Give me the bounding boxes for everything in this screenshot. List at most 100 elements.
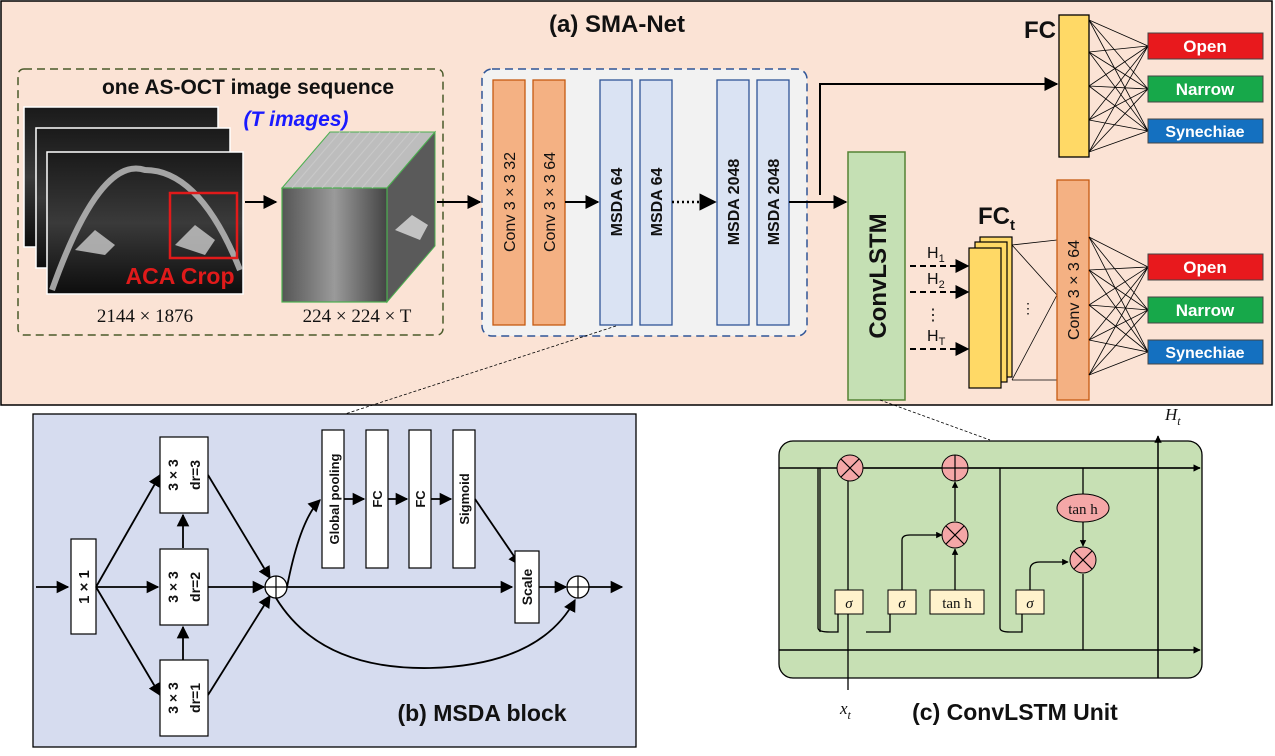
- svg-text:MSDA 64: MSDA 64: [609, 168, 626, 237]
- crop-size-label: 224 × 224 × T: [303, 306, 412, 327]
- aca-crop-box: [168, 191, 239, 260]
- svg-text:dr=3: dr=3: [187, 460, 203, 490]
- svg-text:Synechiae: Synechiae: [1165, 124, 1244, 141]
- conv-right-fan-lines: [1088, 236, 1149, 376]
- fc-fan-lines: [1088, 19, 1149, 153]
- gate-forget: σ: [834, 589, 864, 615]
- svg-text:MSDA 2048: MSDA 2048: [766, 159, 783, 246]
- msda-residual-arrow: [275, 597, 576, 669]
- output-synechiae-top: Synechiae: [1147, 118, 1264, 144]
- svg-text:Conv 3 × 3 64: Conv 3 × 3 64: [1066, 240, 1083, 340]
- svg-text:dr=2: dr=2: [187, 572, 203, 602]
- gate-output: σ: [1015, 589, 1045, 615]
- msda-conv1x1: 1 × 1: [70, 538, 97, 635]
- conv-right-block: Conv 3 × 3 64: [1056, 179, 1090, 401]
- svg-text:Narrow: Narrow: [1176, 80, 1235, 99]
- svg-text:FC: FC: [370, 490, 385, 508]
- svg-text:tan h: tan h: [1068, 502, 1098, 518]
- input-group-label: one AS-OCT image sequence: [102, 76, 394, 99]
- msda-arrow-sigmoid-scale: [474, 498, 521, 567]
- msda-scale: Scale: [514, 550, 540, 624]
- svg-text:MSDA 64: MSDA 64: [649, 168, 666, 237]
- msda-global-pooling: Global pooling: [321, 429, 345, 569]
- fct-ellipsis: ⋮: [1021, 300, 1035, 316]
- layer-msda-64-b: MSDA 64: [639, 79, 673, 326]
- hidden-label-1: H1: [927, 245, 945, 265]
- hidden-label-t: HT: [927, 328, 946, 348]
- svg-text:tan h: tan h: [942, 596, 972, 612]
- fct-conv-connections: [1011, 239, 1058, 381]
- layer-msda-2048-a: MSDA 2048: [716, 79, 750, 326]
- msda-dilated-dr2: 3 × 3 dr=2: [159, 548, 209, 626]
- op-multiply-output: [1069, 546, 1097, 574]
- svg-text:Open: Open: [1183, 258, 1226, 277]
- input-size-label: 2144 × 1876: [97, 306, 193, 327]
- arrow-to-fc: [819, 77, 1059, 195]
- layer-msda-64-a: MSDA 64: [599, 79, 633, 326]
- svg-text:Conv 3 × 3 32: Conv 3 × 3 32: [502, 152, 519, 252]
- msda-output-sum-node: [566, 575, 590, 599]
- zoom-line-convlstm: [879, 399, 991, 441]
- convlstm-block: ConvLSTM: [847, 151, 906, 401]
- svg-text:Narrow: Narrow: [1176, 301, 1235, 320]
- fc-block: [1058, 14, 1090, 158]
- svg-text:dr=1: dr=1: [187, 683, 203, 713]
- svg-text:MSDA 2048: MSDA 2048: [726, 159, 743, 246]
- fct-stack: [968, 236, 1013, 389]
- svg-text:Conv 3 × 3 64: Conv 3 × 3 64: [542, 152, 559, 252]
- msda-fc-1: FC: [365, 429, 389, 569]
- svg-text:Global pooling: Global pooling: [327, 453, 342, 544]
- op-multiply-input: [941, 521, 969, 549]
- svg-text:σ: σ: [898, 596, 906, 612]
- layer-conv-32: Conv 3 × 3 32: [492, 79, 526, 326]
- output-open-top: Open: [1147, 32, 1264, 60]
- fc-label: FC: [1024, 17, 1056, 44]
- fct-label: FCt: [978, 203, 1015, 234]
- msda-fc-2: FC: [408, 429, 432, 569]
- hidden-ellipsis: ⋮: [925, 307, 941, 324]
- svg-text:Synechiae: Synechiae: [1165, 345, 1244, 362]
- svg-text:σ: σ: [845, 596, 853, 612]
- svg-text:σ: σ: [1026, 596, 1034, 612]
- convlstm-wires: [817, 467, 1200, 650]
- op-tanh-cell: tan h: [1056, 493, 1110, 523]
- msda-sigmoid: Sigmoid: [452, 429, 476, 569]
- svg-text:Scale: Scale: [519, 568, 535, 605]
- cropped-sequence-cube: [280, 130, 437, 304]
- op-add-cell: [941, 454, 969, 482]
- output-narrow-top: Narrow: [1147, 75, 1264, 103]
- svg-text:3 × 3: 3 × 3: [165, 571, 181, 603]
- layer-msda-2048-b: MSDA 2048: [756, 79, 790, 326]
- svg-text:Open: Open: [1183, 37, 1226, 56]
- panel-a-title: (a) SMA-Net: [549, 11, 685, 38]
- msda-dilated-dr1: 3 × 3 dr=1: [159, 659, 209, 737]
- output-synechiae-bottom: Synechiae: [1147, 339, 1264, 365]
- t-images-label: (T images): [243, 108, 348, 131]
- gate-candidate-tanh: tan h: [929, 589, 985, 615]
- oct-image-stack: [23, 106, 244, 295]
- output-narrow-bottom: Narrow: [1147, 296, 1264, 324]
- zoom-line-msda: [344, 325, 617, 415]
- layer-conv-64: Conv 3 × 3 64: [532, 79, 566, 326]
- svg-text:3 × 3: 3 × 3: [165, 459, 181, 491]
- ht-label: Ht: [1164, 405, 1181, 428]
- gate-input: σ: [887, 589, 917, 615]
- xt-label: xt: [839, 699, 852, 722]
- svg-text:FC: FC: [413, 490, 428, 508]
- hidden-label-2: H2: [927, 271, 945, 291]
- panel-b-title: (b) MSDA block: [397, 700, 566, 726]
- aca-crop-label: ACA Crop: [125, 263, 234, 289]
- panel-c-title: (c) ConvLSTM Unit: [912, 699, 1118, 725]
- svg-text:Sigmoid: Sigmoid: [457, 473, 472, 524]
- msda-branch-arrows: [95, 473, 271, 697]
- msda-to-pooling-arrow: [286, 499, 321, 588]
- svg-text:3 × 3: 3 × 3: [165, 682, 181, 714]
- svg-text:1 × 1: 1 × 1: [76, 570, 93, 604]
- svg-text:ConvLSTM: ConvLSTM: [865, 213, 892, 338]
- msda-dilated-dr3: 3 × 3 dr=3: [159, 436, 209, 514]
- msda-sum-node: [264, 575, 288, 599]
- output-open-bottom: Open: [1147, 253, 1264, 281]
- op-multiply-forget: [836, 454, 864, 482]
